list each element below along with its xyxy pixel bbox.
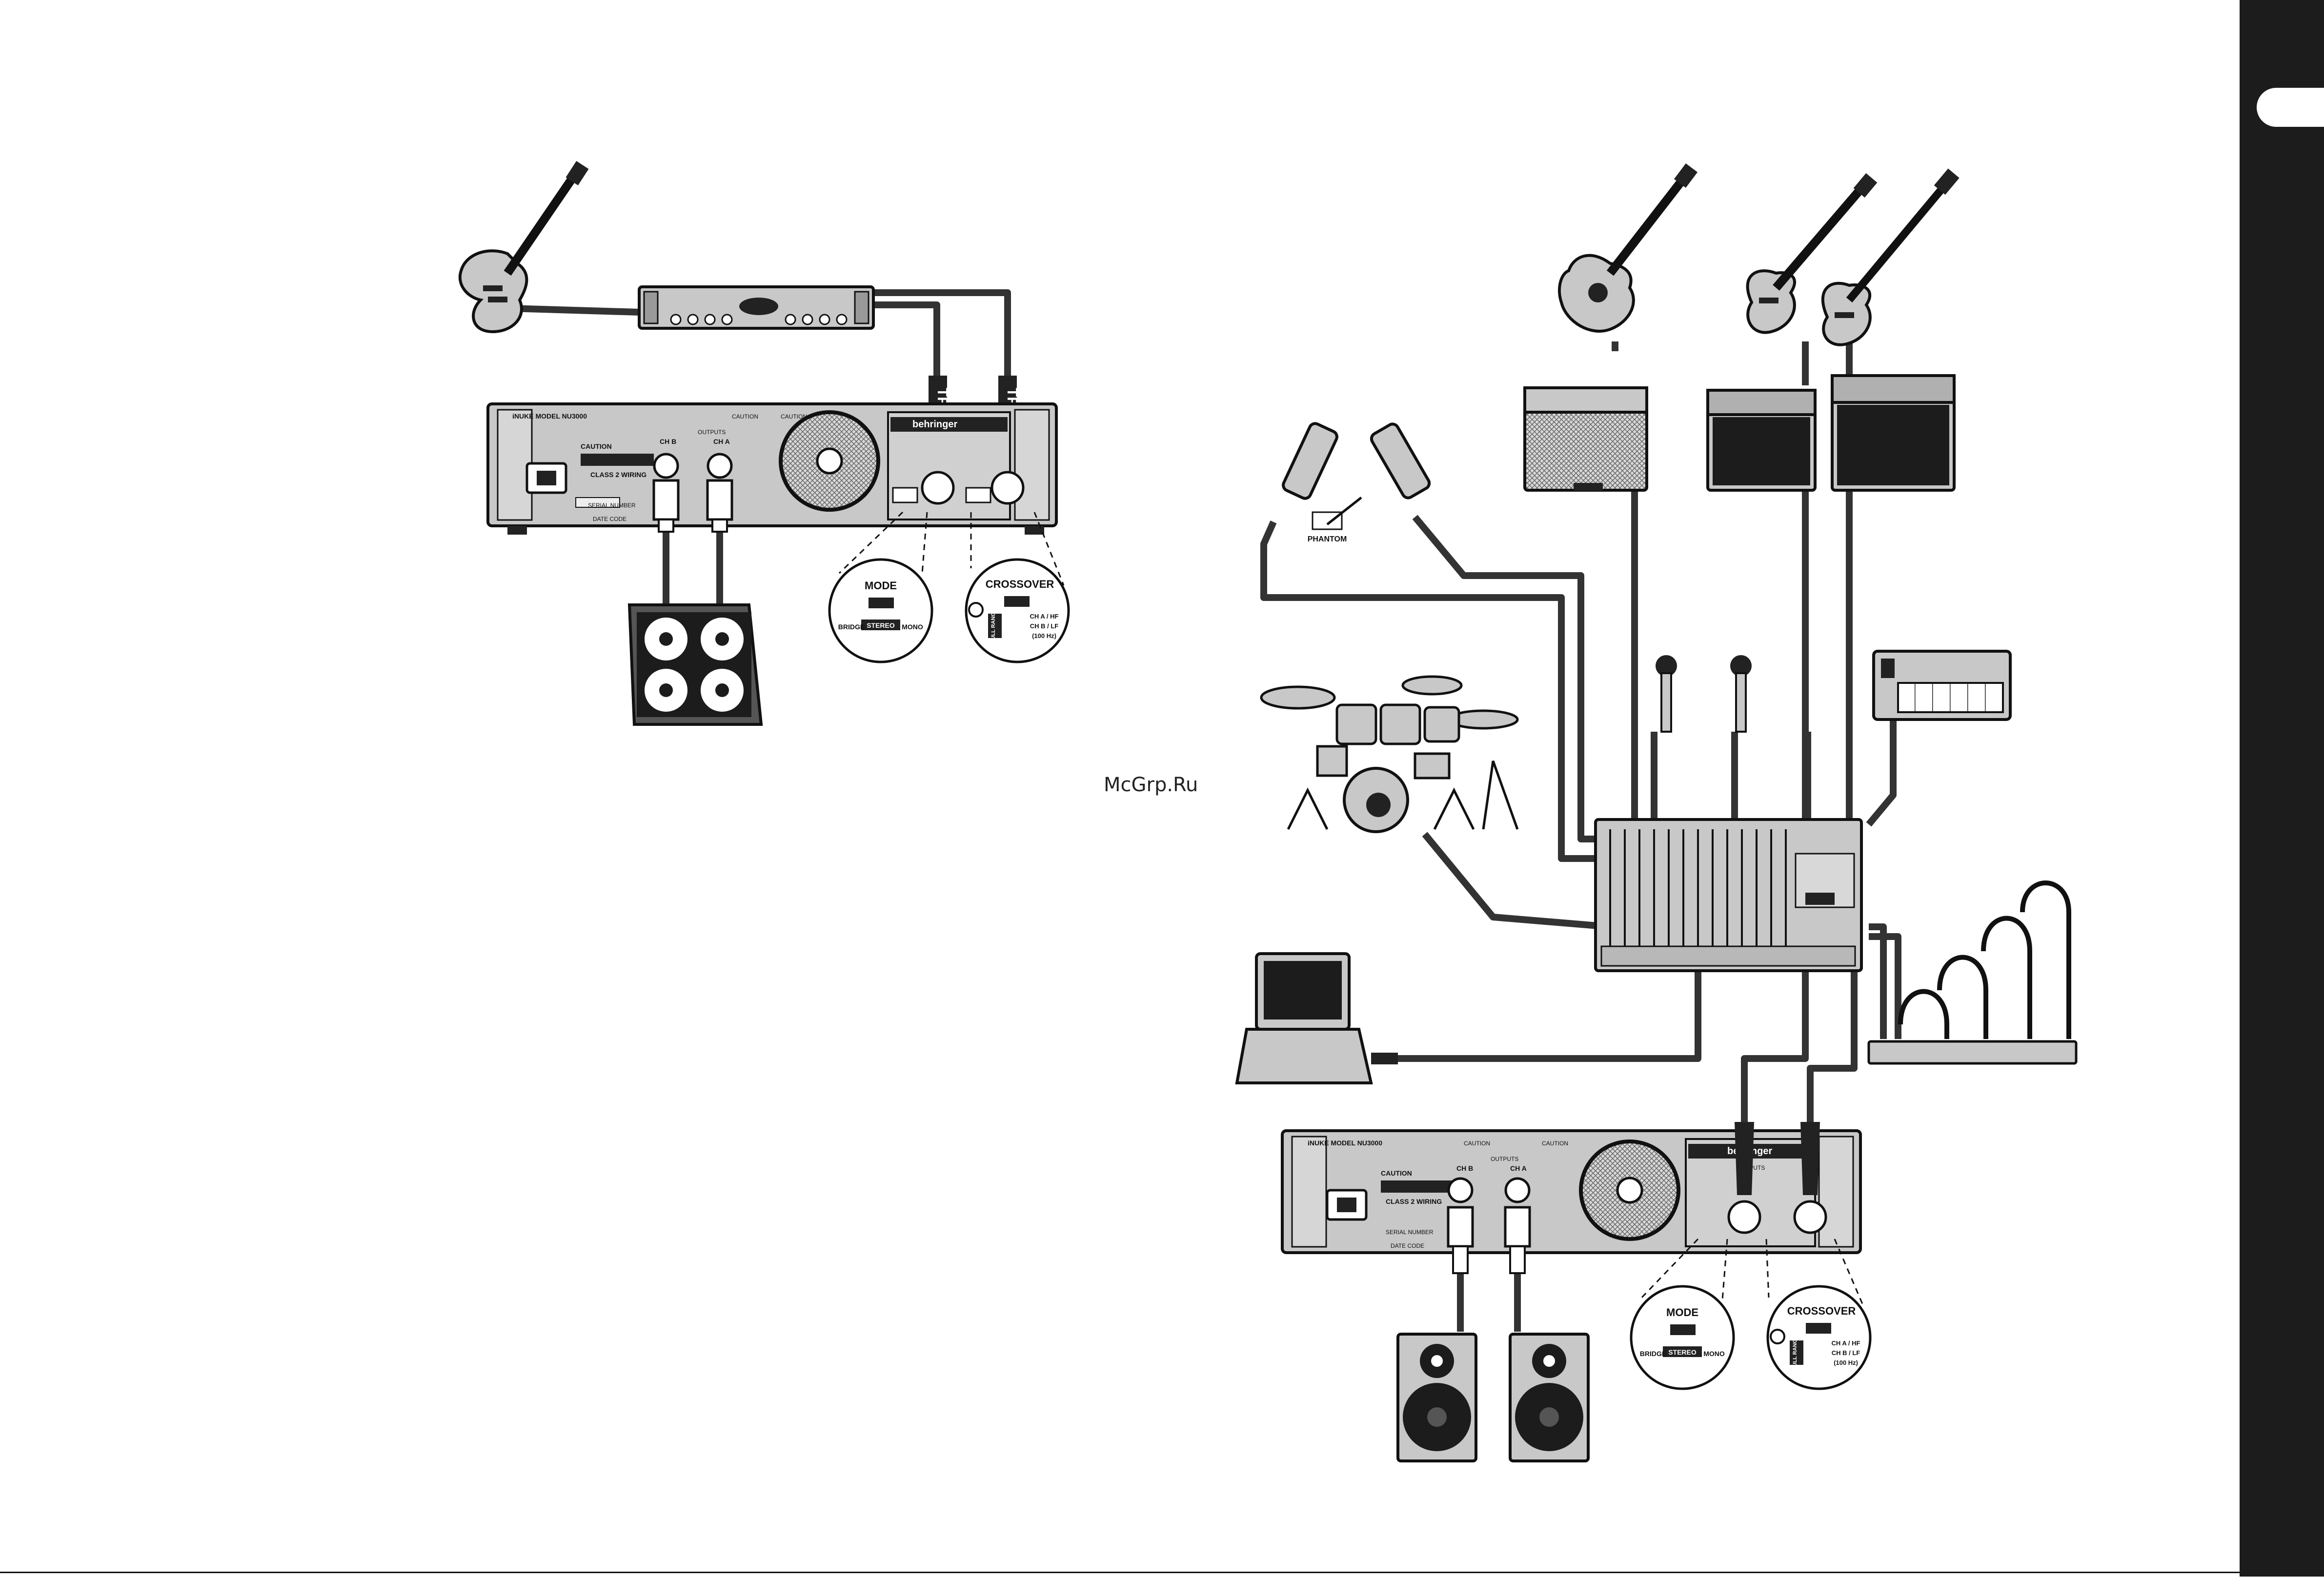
footer-rule [0, 1572, 2240, 1573]
crossover-line2: CH B / LF [1030, 622, 1059, 630]
effects-processor-icon [638, 285, 875, 330]
crossover-line1: CH A / HF [1030, 613, 1059, 620]
chapter-side-tab [2240, 0, 2324, 1577]
crossover-line1-right: CH A / HF [1832, 1339, 1860, 1347]
mixing-console-icon [1594, 818, 1863, 972]
condenser-mic-right-icon [1370, 422, 1431, 500]
crossover-title-right: CROSSOVER [1787, 1305, 1856, 1317]
input-label-chb-right: CH B [1456, 1164, 1473, 1172]
condenser-mic-left-icon [1282, 422, 1338, 500]
mode-left: BRIDGE [838, 623, 865, 631]
mode-center-right: STEREO [1668, 1348, 1697, 1356]
outputs-label-right-a: OUTPUTS [1491, 1156, 1518, 1162]
class2-label: CLASS 2 WIRING [590, 471, 647, 479]
studio-monitor-left-icon [1396, 1333, 1477, 1462]
mode-center: STEREO [867, 621, 895, 629]
crossover-callout-left: CROSSOVER FULL RANGE CH A / HF CH B / LF… [965, 558, 1070, 663]
chapter-tab-notch [2257, 88, 2324, 127]
input-label-chb: CH B [660, 438, 676, 445]
crossover-callout-right: CROSSOVER FULL RANGE CH A / HF CH B / LF… [1766, 1285, 1872, 1390]
serial-label-right: SERIAL NUMBER [1386, 1229, 1434, 1236]
date-label-right: DATE CODE [1391, 1242, 1424, 1249]
right-callout-leaders [1638, 1238, 1865, 1308]
power-amplifier-rear-panel: iNUKE MODEL NU3000 CAUTION CLASS 2 WIRIN… [486, 402, 1058, 535]
crossover-line3-right: (100 Hz) [1834, 1359, 1858, 1366]
class2-label-right: CLASS 2 WIRING [1386, 1198, 1442, 1205]
crossover-center-right: FULL RANGE [1792, 1336, 1798, 1370]
guitar-combo-amp-1 [1523, 386, 1648, 492]
caution-2-right: CAUTION [1464, 1140, 1490, 1147]
vocal-mic-1-icon [1656, 655, 1677, 733]
mode-right-right: MONO [1703, 1350, 1725, 1358]
speaker-cabinet-icon [627, 603, 763, 726]
drum-kit-icon [1260, 675, 1519, 833]
crossover-title: CROSSOVER [986, 578, 1054, 590]
caution-3-right: CAUTION [1542, 1140, 1568, 1147]
input-label-cha: CH A [713, 438, 730, 445]
acoustic-guitar-icon [1558, 163, 1698, 333]
bass-combo-amp [1831, 374, 1956, 492]
caution-1: CAUTION [581, 442, 612, 450]
crossover-center: FULL RANGE [990, 609, 996, 643]
mode-right: MONO [902, 623, 923, 631]
left-callout-leaders [838, 511, 1065, 586]
watermark-text: McGrp.Ru [1104, 774, 1198, 796]
vocal-mic-2-icon [1730, 655, 1752, 733]
midi-keyboard-icon [1872, 650, 2012, 721]
crossover-line2-right: CH B / LF [1832, 1349, 1860, 1357]
amp-model-text: iNUKE MODEL NU3000 [512, 412, 587, 420]
serial-label: SERIAL NUMBER [588, 502, 636, 509]
mode-title-right: MODE [1666, 1306, 1698, 1319]
studio-monitor-right-icon [1509, 1333, 1590, 1462]
electric-guitar-icon [458, 161, 589, 334]
caution-2: CAUTION [732, 413, 758, 420]
input-label-cha-right: CH A [1510, 1164, 1527, 1172]
mode-title: MODE [865, 580, 897, 592]
mode-callout-left: MODE STEREO BRIDGE MONO [828, 558, 933, 663]
bass-guitar-icon [1821, 168, 1960, 346]
guitar-combo-amp-2 [1706, 389, 1817, 492]
amp-brand-logo: behringer [912, 419, 957, 430]
phantom-power-icon: PHANTOM [1308, 497, 1362, 543]
caution-3: CAUTION [781, 413, 807, 420]
phantom-label: PHANTOM [1308, 535, 1347, 543]
laptop-icon [1235, 952, 1398, 1084]
mode-left-right: BRIDGE [1640, 1350, 1666, 1358]
headphones-icon [1898, 880, 2071, 1039]
right-cables [1260, 341, 1901, 1332]
electric-guitar-right-icon [1746, 173, 1878, 334]
caution-1-right: CAUTION [1381, 1169, 1412, 1177]
power-amplifier-rear-panel-right: iNUKE MODEL NU3000 CAUTION CLASS 2 WIRIN… [1281, 1122, 1862, 1274]
mode-callout-right: MODE STEREO BRIDGE MONO [1630, 1285, 1735, 1390]
amp-model-text-right: iNUKE MODEL NU3000 [1308, 1139, 1382, 1147]
date-label: DATE CODE [593, 516, 626, 522]
left-cables [509, 289, 1011, 620]
headphone-amp-icon [1867, 1040, 2078, 1065]
crossover-line3: (100 Hz) [1032, 632, 1056, 640]
outputs-label-a: OUTPUTS [698, 429, 726, 436]
